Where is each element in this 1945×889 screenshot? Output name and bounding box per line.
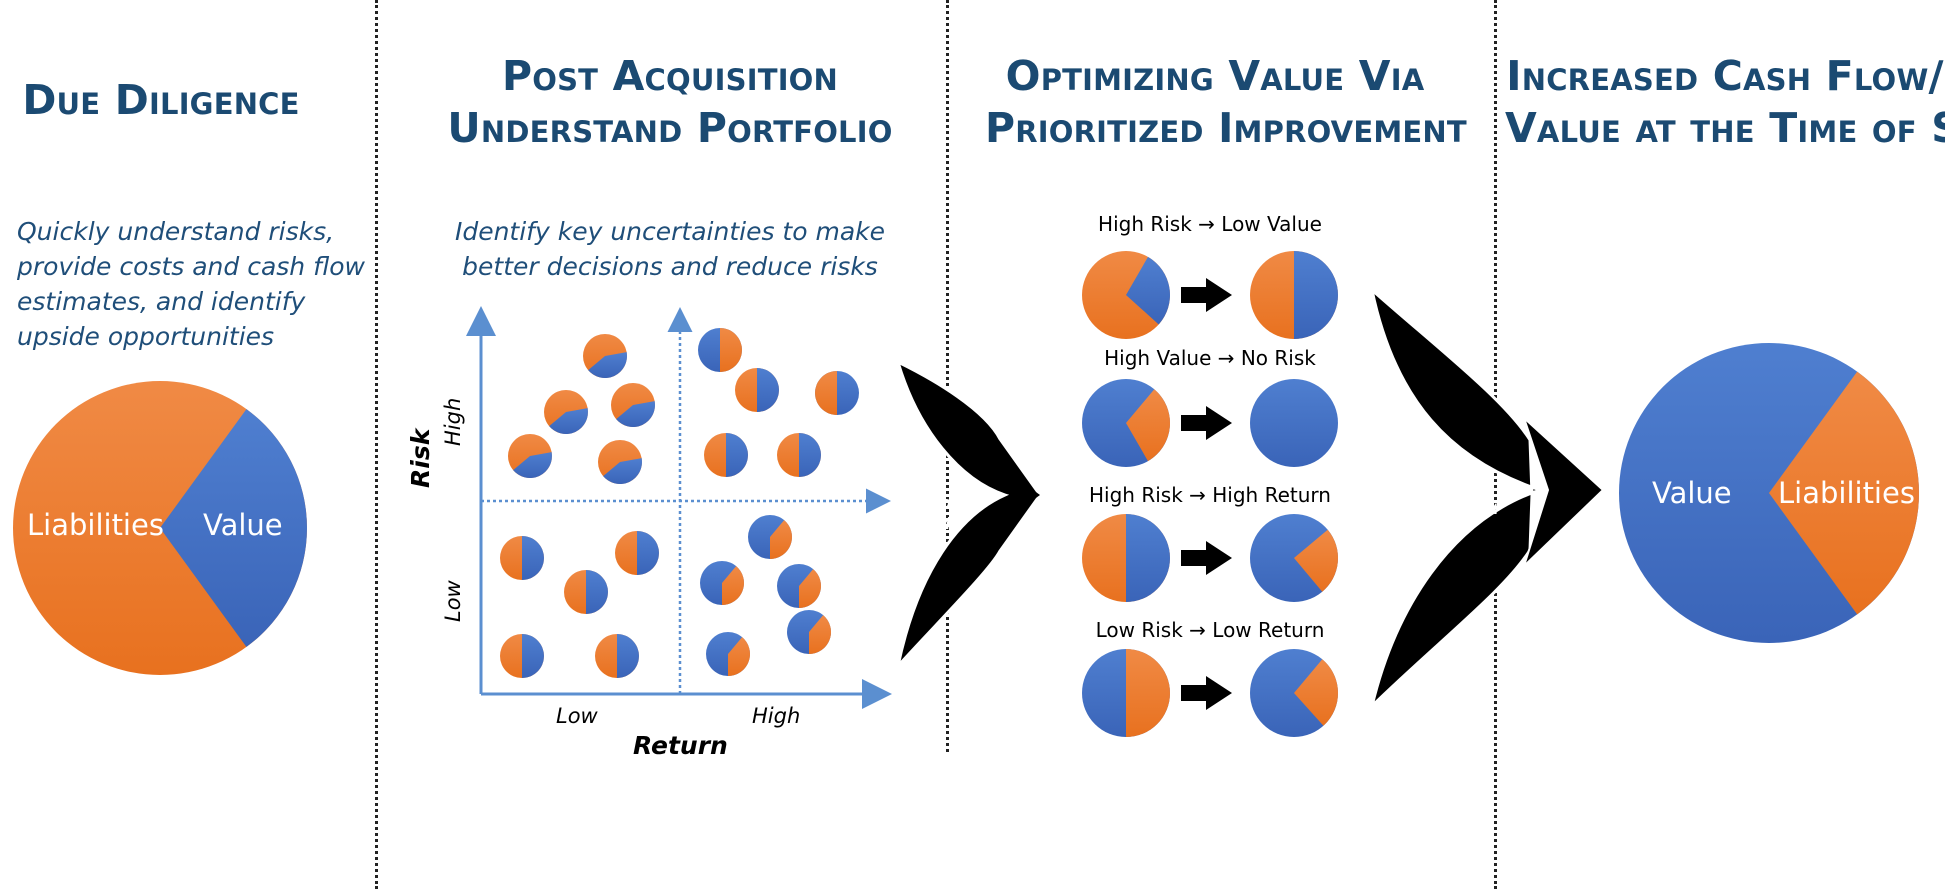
return-high-label: High [752,704,801,728]
stage1-desc-line: estimates, and identify [17,287,306,316]
improvement-row-label: High Risk → High Return [1089,483,1331,507]
small-chevron-1 [996,463,1040,527]
improvement-row-label: High Risk → Low Value [1098,212,1322,236]
before-pie-slice [1126,256,1170,325]
return-axis-label: Return [633,731,728,760]
matrix-asset-pie-slice [549,408,588,434]
matrix-asset-pie-slice [770,520,793,559]
matrix-asset-pie-slice [728,637,751,676]
stage3-title-line: Optimizing Value Via [1005,52,1425,100]
before-pie-slice [1126,389,1170,462]
matrix-asset-pie-slice [586,570,608,614]
after-pie-slice [1294,529,1338,592]
transition-arrow [1181,676,1232,710]
matrix-asset-pie-slice [617,634,639,678]
stage2-title: Post Acquisition Understand Portfolio [440,50,900,154]
collective-improvement-label: Collective Portfolio Improvement [1397,455,1497,521]
stage2-desc-line: Identify key uncertainties to make [454,217,886,246]
matrix-asset-pie-slice [799,569,822,608]
matrix-asset-pie-slice [637,531,659,575]
sale-time-pie-slice [1769,371,1920,615]
divider-2 [946,0,949,752]
stage3-title-line: Prioritized Improvement [985,104,1467,152]
collective-improvement-line: Collective [1397,457,1473,474]
matrix-asset-pie-slice [757,368,779,412]
due-diligence-pie-slice [160,409,307,647]
matrix-asset-pie-slice [616,401,656,428]
after-pie-slice [1294,251,1338,339]
transition-arrow [1181,278,1232,312]
priority-ends-label: Priority Ends [918,492,978,534]
improvement-row-label: High Value → No Risk [1104,346,1316,370]
matrix-asset-pie-slice [720,328,742,372]
collective-improvement-arrow [1369,285,1545,711]
after-pie [1250,379,1338,467]
stage4-title-line: Increased Cash Flow/ [1506,52,1944,100]
collective-improvement-line: Improvement [1397,501,1498,518]
stage4-title-line: Value at the Time of Sale [1505,104,1945,152]
stage3-title: Optimizing Value Via Prioritized Improve… [985,50,1467,154]
stage1-description: Quickly understand risks, provide costs … [17,214,365,354]
before-pie-slice [1126,514,1170,602]
risk-return-axes [466,306,892,709]
transition-arrow [1181,541,1232,575]
improvement-row-label: Low Risk → Low Return [1095,618,1325,642]
matrix-asset-pie-slice [722,566,745,605]
stage4-liabilities-label: Liabilities [1778,476,1915,510]
stage1-value-label: Value [203,508,283,542]
matrix-asset-pie-slice [513,452,552,479]
after-pie-slice [1294,659,1339,726]
stage1-desc-line: Quickly understand risks, [17,217,335,246]
matrix-asset-pie-slice [603,458,642,484]
matrix-asset-pie-slice [726,433,748,477]
stage2-desc-line: better decisions and reduce risks [462,252,878,281]
risk-low-label: Low [441,580,465,622]
matrix-asset-pie-slice [815,371,837,415]
divider-1 [375,0,378,889]
return-low-label: Low [556,704,598,728]
stage1-liabilities-label: Liabilities [27,508,164,542]
stage2-title-line: Post Acquisition [501,52,839,100]
priority-ends-line: Priority [918,493,978,512]
matrix-asset-pie-slice [588,352,627,378]
risk-axis-label: Risk [406,428,435,488]
stage2-description: Identify key uncertainties to make bette… [440,214,900,284]
risk-high-label: High [441,397,465,446]
stage1-title: Due Diligence [0,74,322,126]
priority-ends-arrow [895,359,1042,672]
transition-arrow [1181,406,1232,440]
flow-arrows [895,285,1605,711]
matrix-asset-pie-slice [799,433,821,477]
matrix-asset-pie-slice [522,634,544,678]
stage1-desc-line: upside opportunities [17,322,275,351]
stage2-title-line: Understand Portfolio [447,104,893,152]
collective-improvement-line: Portfolio [1397,479,1463,496]
matrix-asset-pie-slice [522,536,544,580]
stage1-desc-line: provide costs and cash flow [17,252,365,281]
small-chevron-2 [1521,414,1605,567]
matrix-asset-pie-slice [809,615,832,654]
stage4-title: Increased Cash Flow/ Value at the Time o… [1505,50,1945,154]
before-pie-slice [1126,649,1170,737]
stage1-title-line: Due Diligence [22,76,300,124]
priority-ends-line: Ends [918,514,960,533]
stage4-value-label: Value [1652,476,1732,510]
